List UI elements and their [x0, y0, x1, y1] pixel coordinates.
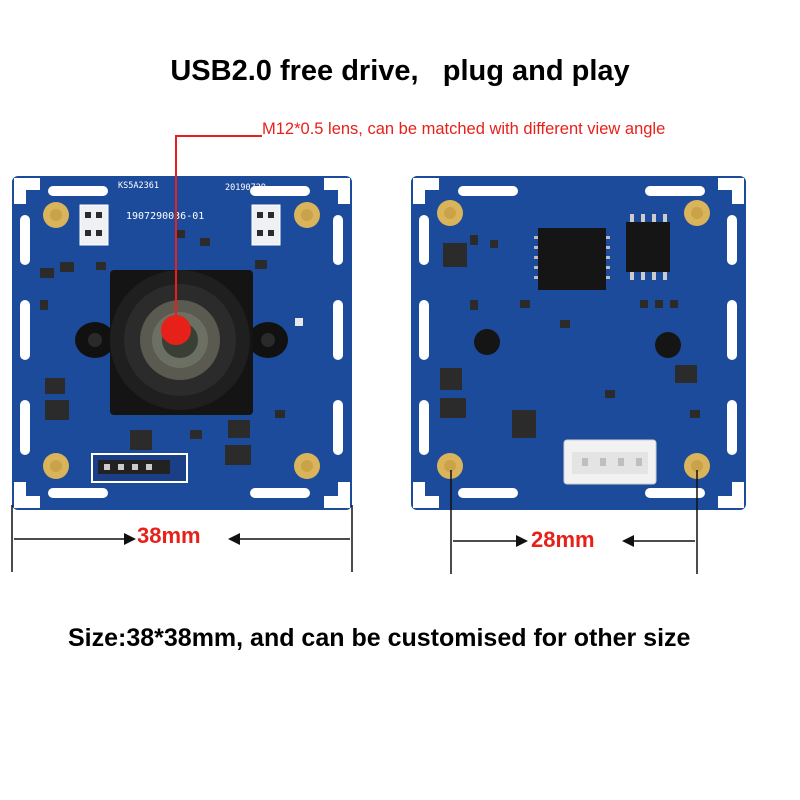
lens-callout-text: M12*0.5 lens, can be matched with differ…: [262, 120, 666, 138]
headline: USB2.0 free drive, plug and play: [170, 55, 630, 87]
size-note: Size:38*38mm, and can be customised for …: [68, 624, 691, 652]
front-width-dimension: [11, 505, 353, 572]
back-screw-right: [655, 332, 681, 358]
silk-model: KS5A2361: [118, 181, 159, 191]
back-width-label: 28mm: [531, 527, 595, 552]
silk-date: 20190729: [225, 183, 266, 193]
front-width-label: 38mm: [137, 523, 201, 548]
front-mounting-holes: [43, 202, 320, 479]
lens-assembly: [75, 270, 288, 415]
back-screw-left: [474, 329, 500, 355]
lens-callout-line: [175, 135, 262, 330]
back-flash-chip: [626, 222, 670, 272]
silk-serial: 1907290036-01: [126, 211, 204, 222]
back-width-dimension: [450, 470, 698, 574]
back-mounting-holes: [437, 200, 710, 479]
back-main-chip: [538, 228, 606, 290]
